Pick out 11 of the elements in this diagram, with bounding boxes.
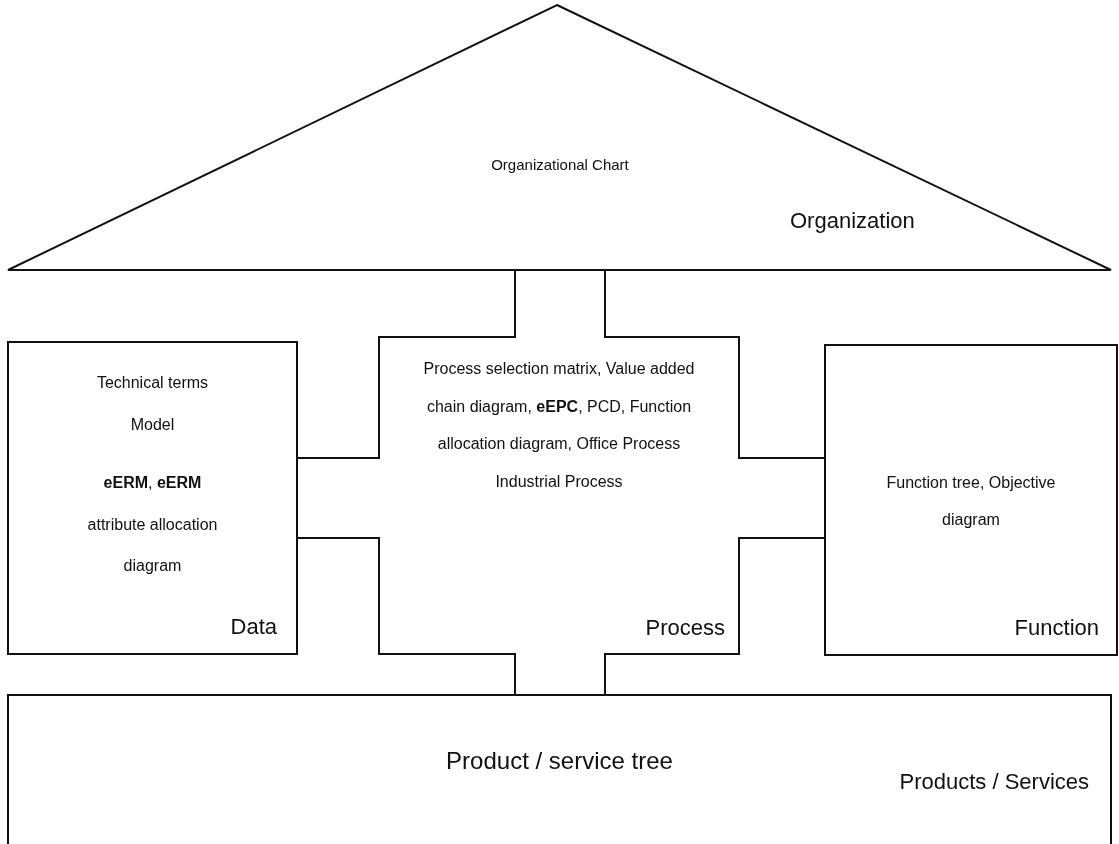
diagram-list: Product / service tree [446,747,673,776]
diagram-list: Function tree, Objective diagram [886,465,1056,539]
section-heading: Function [1014,615,1099,641]
diagram-list: Organizational Chart [491,155,629,175]
section-heading: Products / Services [899,769,1089,795]
diagram-list: Process selection matrix, Value added chain diagram, eEPC, PCD, Function allocation diagram, Office Process Industrial Process [417,350,701,501]
section-heading: Data [230,614,277,640]
section-heading: Organization [790,208,915,234]
diagram-list: Technical terms Model [92,362,213,446]
section-heading: Process [645,615,725,641]
diagram-list: eERM, eERM attribute allocation diagram [72,462,233,587]
